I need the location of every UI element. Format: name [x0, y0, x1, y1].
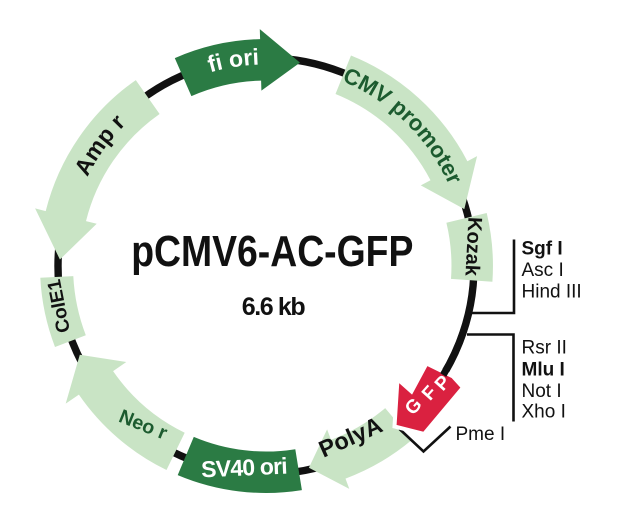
svg-text:SV40 ori: SV40 ori: [201, 453, 288, 483]
svg-text:Mlu I: Mlu I: [522, 360, 565, 381]
svg-text:Not I: Not I: [522, 381, 562, 402]
svg-text:Kozak: Kozak: [460, 217, 485, 278]
svg-text:Rsr II: Rsr II: [522, 338, 567, 359]
svg-text:pCMV6-AC-GFP: pCMV6-AC-GFP: [131, 226, 413, 276]
svg-text:6.6 kb: 6.6 kb: [242, 293, 306, 321]
svg-text:Sgf I: Sgf I: [522, 239, 563, 260]
svg-text:Xho I: Xho I: [522, 402, 566, 423]
svg-text:Hind III: Hind III: [522, 282, 582, 303]
svg-text:Pme I: Pme I: [456, 424, 506, 445]
svg-text:Asc I: Asc I: [522, 260, 564, 281]
